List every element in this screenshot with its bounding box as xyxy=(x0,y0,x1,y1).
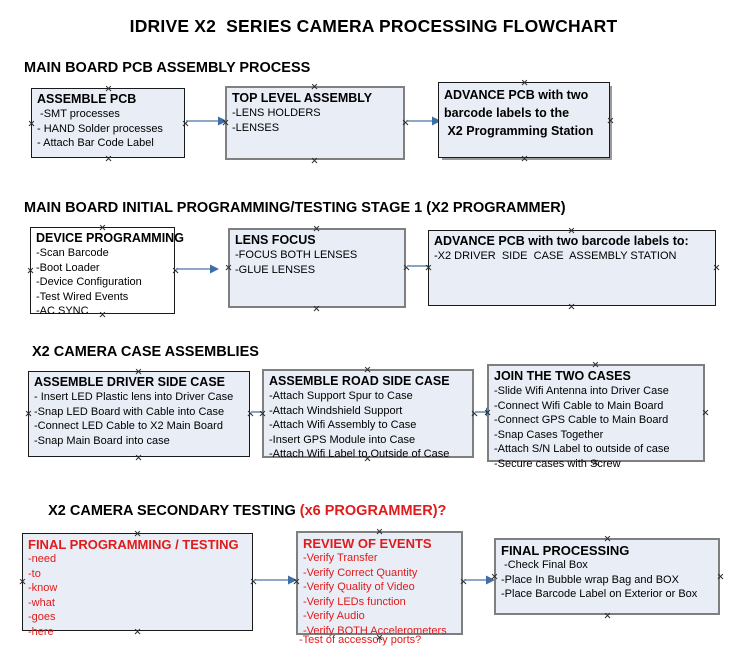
box-line: -Connect Wifi Cable to Main Board xyxy=(494,399,664,412)
box-advance-pcb-programming-station[interactable]: ADVANCE PCB with two barcode labels to t… xyxy=(438,82,610,158)
box-line: -Snap LED Board with Cable into Case xyxy=(34,405,225,418)
box-line: -AC SYNC xyxy=(36,305,89,317)
arrow-connector xyxy=(176,264,219,274)
box-title: ADVANCE PCB with two barcode labels to: xyxy=(434,234,689,248)
box-final-programming-testing[interactable]: FINAL PROGRAMMING / TESTING -need -to -k… xyxy=(22,533,253,638)
box-title: ASSEMBLE DRIVER SIDE CASE xyxy=(34,375,226,389)
box-title: ASSEMBLE PCB xyxy=(37,92,137,106)
box-line: -Slide Wifi Antenna into Driver Case xyxy=(494,385,669,397)
box-title: ASSEMBLE ROAD SIDE CASE xyxy=(269,374,450,388)
box-device-programming[interactable]: DEVICE PROGRAMMING -Scan Barcode -Boot L… xyxy=(30,227,184,317)
box-line: -Test Wired Events xyxy=(36,290,129,303)
box-line: - HAND Solder processes xyxy=(37,122,163,135)
arrow-connector xyxy=(406,116,441,126)
box-line: -Attach Support Spur to Case xyxy=(269,390,413,402)
box-final-processing[interactable]: FINAL PROCESSING -Check Final Box -Place… xyxy=(494,538,720,615)
box-line: -what xyxy=(28,596,55,609)
box-top-level-assembly[interactable]: TOP LEVEL ASSEMBLY -LENS HOLDERS -LENSES xyxy=(225,86,405,160)
box-title: JOIN THE TWO CASES xyxy=(494,369,631,383)
box-line: -Place Barcode Label on Exterior or Box xyxy=(501,588,698,600)
box-line: -Verify Audio xyxy=(303,610,365,622)
box-line: -Attach Wifi Assembly to Case xyxy=(269,419,417,431)
box-join-the-two-cases[interactable]: JOIN THE TWO CASES -Slide Wifi Antenna i… xyxy=(487,364,705,470)
box-title: DEVICE PROGRAMMING xyxy=(36,231,184,245)
box-title: TOP LEVEL ASSEMBLY xyxy=(232,91,373,105)
box-line: -Verify Quality of Video xyxy=(303,581,415,593)
box-line: -LENSES xyxy=(232,121,280,134)
box-line: -Verify Transfer xyxy=(303,552,378,564)
box-line: -Scan Barcode xyxy=(36,247,109,259)
box-line: -X2 DRIVER SIDE CASE ASSEMBLY STATION xyxy=(434,250,677,262)
box-line: -Attach Windshield Support xyxy=(269,404,403,417)
box-line: -Connect GPS Cable to Main Board xyxy=(494,414,669,426)
box-line: -Attach Wifi Label to Outside of Case xyxy=(269,448,450,460)
box-advance-pcb-driver-side[interactable]: ADVANCE PCB with two barcode labels to: … xyxy=(428,230,716,306)
box-line: -to xyxy=(28,567,41,580)
section-heading-2: MAIN BOARD INITIAL PROGRAMMING/TESTING S… xyxy=(24,200,566,216)
box-title: FINAL PROGRAMMING / TESTING xyxy=(28,537,239,552)
box-line: -Snap Main Board into case xyxy=(34,434,170,447)
section-heading-1: MAIN BOARD PCB ASSEMBLY PROCESS xyxy=(24,60,311,76)
box-line: -know xyxy=(28,582,58,594)
box-line: -here xyxy=(28,625,54,638)
box-line: -need xyxy=(28,553,57,565)
section-heading-4: X2 CAMERA SECONDARY TESTING (x6 PROGRAMM… xyxy=(32,487,446,535)
box-assemble-driver-side-case[interactable]: ASSEMBLE DRIVER SIDE CASE - Insert LED P… xyxy=(28,371,250,457)
box-line: -Connect LED Cable to X2 Main Board xyxy=(34,420,223,432)
box-title: FINAL PROCESSING xyxy=(501,543,630,558)
section-heading-4-note: (x6 PROGRAMMER)? xyxy=(299,503,447,519)
box-assemble-road-side-case[interactable]: ASSEMBLE ROAD SIDE CASE -Attach Support … xyxy=(262,369,474,460)
box-line: -goes xyxy=(28,611,56,623)
box-line: -Verify Correct Quantity xyxy=(303,566,418,579)
box-line: -LENS HOLDERS xyxy=(232,107,321,119)
box-line: -FOCUS BOTH LENSES xyxy=(235,249,358,261)
box-assemble-pcb[interactable]: ASSEMBLE PCB -SMT processes - HAND Solde… xyxy=(31,88,185,158)
box-lens-focus[interactable]: LENS FOCUS -FOCUS BOTH LENSES -GLUE LENS… xyxy=(228,228,406,308)
box-title-line: X2 Programming Station xyxy=(444,124,594,138)
box-line: - Attach Bar Code Label xyxy=(37,137,154,149)
box-line: -Verify LEDs function xyxy=(303,595,406,608)
box-title-line: barcode labels to the xyxy=(444,106,570,120)
page-title: IDRIVE X2 SERIES CAMERA PROCESSING FLOWC… xyxy=(129,16,618,36)
box-line: -Check Final Box xyxy=(501,559,588,571)
box-review-of-events[interactable]: REVIEW OF EVENTS -Verify Transfer -Verif… xyxy=(296,531,463,637)
section-heading-3: X2 CAMERA CASE ASSEMBLIES xyxy=(32,344,259,360)
arrow-connector xyxy=(464,575,495,585)
box-overflow-line: -Test of accessory ports? xyxy=(299,634,422,646)
box-line: -Verify BOTH Accelerometers xyxy=(303,624,447,637)
box-line: -Secure cases with Screw xyxy=(494,457,621,470)
box-line: -Device Configuration xyxy=(36,276,142,288)
box-title: REVIEW OF EVENTS xyxy=(303,536,432,551)
section-heading-4-main: X2 CAMERA SECONDARY TESTING xyxy=(48,503,300,519)
arrow-connector xyxy=(254,575,297,585)
box-line: -SMT processes xyxy=(37,108,120,120)
box-line: -GLUE LENSES xyxy=(235,263,316,276)
arrow-connector xyxy=(186,116,227,126)
box-line: -Place In Bubble wrap Bag and BOX xyxy=(501,573,679,586)
box-line: -Attach S/N Label to outside of case xyxy=(494,443,670,455)
box-line: -Snap Cases Together xyxy=(494,428,604,441)
box-line: - Insert LED Plastic lens into Driver Ca… xyxy=(34,391,234,403)
box-line: -Boot Loader xyxy=(36,261,100,274)
box-title: LENS FOCUS xyxy=(235,233,316,247)
box-title-line: ADVANCE PCB with two xyxy=(444,88,589,102)
box-line: -Insert GPS Module into Case xyxy=(269,433,416,446)
